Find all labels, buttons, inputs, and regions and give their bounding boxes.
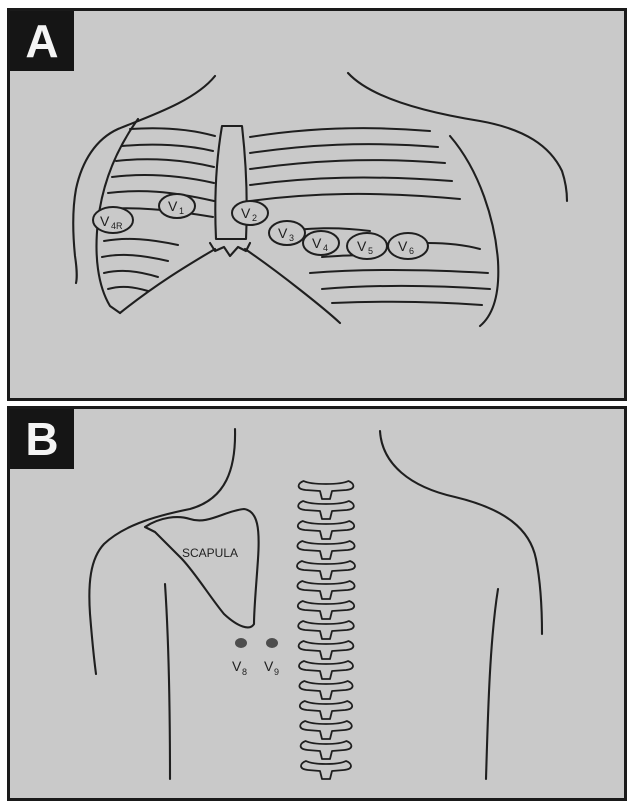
- electrode-v4r-label: V: [100, 213, 110, 229]
- electrode-v4r-subscript: 4R: [111, 221, 123, 231]
- electrode-v9-subscript: 9: [274, 667, 279, 677]
- electrode-v3: V 3: [269, 221, 305, 245]
- xiphoid-outline: [210, 243, 250, 256]
- costal-margin-right: [245, 249, 340, 323]
- vertebra: [298, 521, 354, 539]
- electrode-v9-label: V: [264, 658, 274, 674]
- electrode-v9: V 9: [264, 638, 279, 677]
- scapula-label: SCAPULA: [182, 546, 238, 560]
- vertebra: [301, 741, 352, 759]
- neck-shoulder-right-outline: [348, 73, 567, 201]
- electrode-v5: V 5: [347, 233, 387, 259]
- electrode-v8-subscript: 8: [242, 667, 247, 677]
- electrode-v2-label: V: [241, 205, 251, 221]
- panel-b-posterior-thorax: B SCAPULA V 8 V 9: [7, 406, 627, 801]
- panel-a-anterior-chest: A: [7, 8, 627, 401]
- vertebra: [300, 701, 352, 719]
- scapula-outline: [145, 509, 259, 627]
- vertebra: [297, 541, 354, 559]
- spine: [297, 481, 355, 779]
- electrode-v8-label: V: [232, 658, 242, 674]
- electrode-v5-subscript: 5: [368, 246, 373, 256]
- electrode-v6: V 6: [388, 233, 428, 259]
- electrode-v3-subscript: 3: [289, 233, 294, 243]
- vertebra: [298, 501, 354, 519]
- vertebra: [299, 641, 354, 659]
- electrode-v2-subscript: 2: [252, 213, 257, 223]
- electrode-v4-subscript: 4: [323, 243, 328, 253]
- electrode-v5-label: V: [357, 238, 367, 254]
- electrode-v4-label: V: [312, 235, 322, 251]
- electrode-v8: V 8: [232, 638, 247, 677]
- electrode-v1-subscript: 1: [179, 206, 184, 216]
- panel-b-letter: B: [10, 409, 74, 469]
- vertebra: [297, 561, 355, 579]
- panel-a-letter: A: [10, 11, 74, 71]
- flank-right-outline: [486, 589, 498, 779]
- vertebra: [297, 581, 354, 599]
- vertebra: [300, 721, 352, 739]
- electrode-v4: V 4: [303, 231, 339, 255]
- vertebra: [298, 601, 354, 619]
- electrode-v6-label: V: [398, 238, 408, 254]
- flank-left-outline: [165, 584, 170, 779]
- anterior-chest-diagram: V 4R V 1 V 2 V 3 V 4 V 5 V: [10, 11, 624, 398]
- back-right-outline: [380, 431, 542, 634]
- electrode-v1: V 1: [159, 194, 195, 218]
- rib-cage-right-outline: [450, 136, 498, 326]
- electrode-v4r: V 4R: [93, 207, 133, 233]
- vertebra: [301, 761, 351, 779]
- electrode-v6-subscript: 6: [409, 246, 414, 256]
- electrode-v2: V 2: [232, 201, 268, 225]
- electrode-v1-label: V: [168, 198, 178, 214]
- vertebra: [299, 681, 352, 699]
- electrode-v3-label: V: [278, 225, 288, 241]
- costal-margin-left: [120, 249, 215, 313]
- posterior-thorax-diagram: SCAPULA V 8 V 9: [10, 409, 624, 798]
- vertebra: [298, 621, 354, 639]
- vertebra: [299, 661, 353, 679]
- vertebra: [299, 481, 354, 499]
